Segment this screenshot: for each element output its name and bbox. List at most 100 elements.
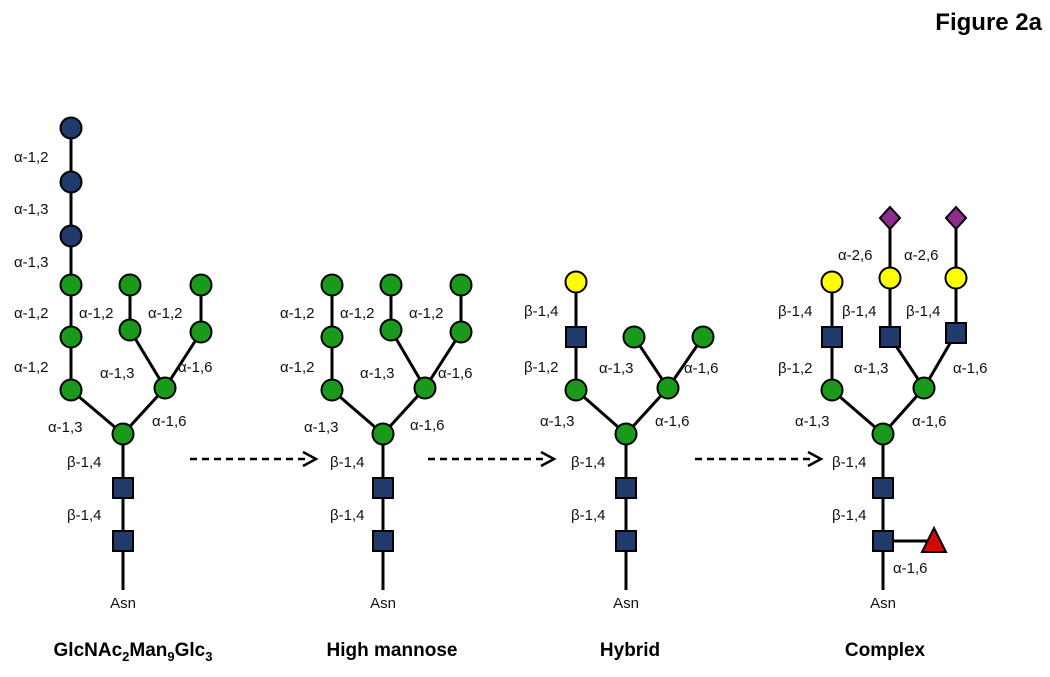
mannose-circle bbox=[320, 273, 344, 297]
structure-title: High mannose bbox=[327, 640, 458, 661]
linkage-label: β-1,4 bbox=[571, 507, 605, 524]
glcnac-square bbox=[872, 530, 894, 552]
asn-label: Asn bbox=[370, 595, 396, 612]
galactose-circle bbox=[944, 266, 968, 290]
mannose-circle bbox=[622, 325, 646, 349]
galactose-circle bbox=[820, 270, 844, 294]
linkage-label: α-1,2 bbox=[79, 305, 114, 322]
arrow-3 bbox=[695, 450, 824, 468]
linkage-labels: α-1,2 α-1,3 α-1,3 α-1,2 α-1,2 α-1,2 α-1,… bbox=[14, 149, 213, 524]
mannose-circle bbox=[118, 273, 142, 297]
mannose-circle bbox=[371, 422, 395, 446]
linkage-label: β-1,4 bbox=[832, 454, 866, 471]
glcnac-square bbox=[112, 477, 134, 499]
mannose-circle bbox=[59, 325, 83, 349]
fucose-triangle bbox=[920, 525, 948, 553]
mannose-circle bbox=[111, 422, 135, 446]
glcnac-square bbox=[372, 530, 394, 552]
mannose-circle bbox=[59, 273, 83, 297]
glucose-circle bbox=[59, 170, 83, 194]
mannose-circle bbox=[564, 378, 588, 402]
linkage-label: α-1,2 bbox=[148, 305, 183, 322]
linkage-label: α-1,3 bbox=[795, 413, 830, 430]
linkage-label: α-1,2 bbox=[409, 305, 444, 322]
linkage-label: β-1,4 bbox=[67, 507, 101, 524]
mannose-circle bbox=[189, 273, 213, 297]
linkage-label: α-1,6 bbox=[953, 360, 988, 377]
glucose-circle bbox=[59, 116, 83, 140]
mannose-circle bbox=[59, 378, 83, 402]
mannose-circle bbox=[656, 376, 680, 400]
linkage-label: α-1,6 bbox=[438, 365, 473, 382]
mannose-circle bbox=[379, 273, 403, 297]
linkage-label: β-1,4 bbox=[330, 454, 364, 471]
mannose-circle bbox=[189, 320, 213, 344]
residues bbox=[59, 116, 213, 552]
linkage-label: α-1,3 bbox=[304, 419, 339, 436]
galactose-circle bbox=[564, 270, 588, 294]
mannose-circle bbox=[320, 325, 344, 349]
structure-title: GlcNAc2Man9Glc3 bbox=[54, 640, 213, 664]
structure-title: Hybrid bbox=[600, 640, 660, 661]
mannose-circle bbox=[614, 422, 638, 446]
linkage-label: α-2,6 bbox=[904, 247, 939, 264]
linkage-label: α-1,3 bbox=[854, 360, 889, 377]
linkage-label: α-1,3 bbox=[599, 360, 634, 377]
linkage-labels: α-1,2 α-1,2 α-1,2 α-1,2 α-1,3 α-1,6 α-1,… bbox=[280, 305, 473, 524]
linkage-label: β-1,4 bbox=[67, 454, 101, 471]
linkage-label: β-1,2 bbox=[524, 359, 558, 376]
linkage-label: α-1,6 bbox=[655, 413, 690, 430]
glcnac-square bbox=[872, 477, 894, 499]
linkage-label: α-1,2 bbox=[280, 305, 315, 322]
arrow-1 bbox=[190, 450, 319, 468]
mannose-circle bbox=[320, 378, 344, 402]
asn-label: Asn bbox=[613, 595, 639, 612]
residues bbox=[320, 273, 473, 552]
linkage-label: α-2,6 bbox=[838, 247, 873, 264]
glucose-circle bbox=[59, 224, 83, 248]
figure-label: Figure 2a bbox=[935, 9, 1042, 36]
linkage-label: β-1,4 bbox=[778, 303, 812, 320]
linkage-label: α-1,6 bbox=[893, 560, 928, 577]
mannose-circle bbox=[449, 320, 473, 344]
mannose-circle bbox=[413, 376, 437, 400]
linkage-label: α-1,3 bbox=[360, 365, 395, 382]
glcnac-square bbox=[372, 477, 394, 499]
linkage-labels: β-1,4 β-1,2 α-1,3 α-1,6 α-1,3 α-1,6 β-1,… bbox=[524, 303, 719, 524]
linkage-label: α-1,3 bbox=[14, 254, 49, 271]
linkage-label: α-1,3 bbox=[48, 419, 83, 436]
linkage-label: α-1,3 bbox=[14, 201, 49, 218]
linkage-label: α-1,2 bbox=[14, 149, 49, 166]
mannose-circle bbox=[379, 318, 403, 342]
sialic-acid-diamond bbox=[878, 205, 902, 231]
linkage-labels: α-2,6 α-2,6 β-1,4 β-1,4 β-1,4 β-1,2 α-1,… bbox=[778, 247, 988, 577]
linkage-label: α-1,3 bbox=[540, 413, 575, 430]
mannose-circle bbox=[153, 376, 177, 400]
glcnac-square bbox=[112, 530, 134, 552]
sialic-acid-diamond bbox=[944, 205, 968, 231]
glcnac-square bbox=[821, 326, 843, 348]
linkage-label: α-1,2 bbox=[14, 305, 49, 322]
glcnac-square bbox=[945, 322, 967, 344]
linkage-label: α-1,2 bbox=[280, 359, 315, 376]
linkage-label: β-1,4 bbox=[571, 454, 605, 471]
mannose-circle bbox=[118, 318, 142, 342]
asn-label: Asn bbox=[110, 595, 136, 612]
mannose-circle bbox=[912, 376, 936, 400]
residues bbox=[820, 205, 968, 553]
linkage-label: β-1,4 bbox=[832, 507, 866, 524]
mannose-circle bbox=[871, 422, 895, 446]
linkage-label: α-1,2 bbox=[340, 305, 375, 322]
linkage-label: β-1,4 bbox=[906, 303, 940, 320]
mannose-circle bbox=[820, 378, 844, 402]
arrow-2 bbox=[428, 450, 557, 468]
glcnac-square bbox=[565, 326, 587, 348]
linkage-label: α-1,6 bbox=[684, 360, 719, 377]
linkage-label: α-1,6 bbox=[410, 417, 445, 434]
linkage-label: α-1,6 bbox=[152, 413, 187, 430]
asn-label: Asn bbox=[870, 595, 896, 612]
linkage-label: β-1,4 bbox=[330, 507, 364, 524]
glcnac-square bbox=[615, 477, 637, 499]
linkage-label: α-1,6 bbox=[178, 359, 213, 376]
